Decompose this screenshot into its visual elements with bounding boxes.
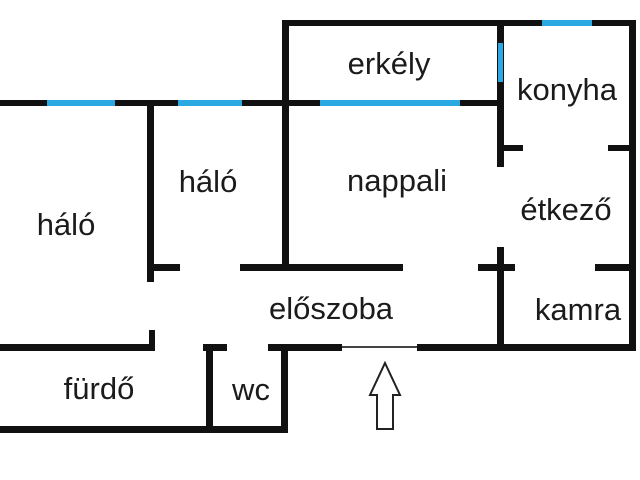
wall-wc-right xyxy=(281,344,288,433)
room-label-bedroom-middle: háló xyxy=(178,164,238,199)
wall-hall-top-main xyxy=(240,264,403,271)
wall-balcony-kitchen xyxy=(497,20,504,167)
window-bedroom-left xyxy=(47,100,115,106)
window-bedroom-middle xyxy=(178,100,242,106)
wall-main-upper xyxy=(0,100,504,106)
room-label-living-room: nappali xyxy=(347,163,447,198)
wall-right-outer xyxy=(629,20,636,351)
window-living-balcony xyxy=(320,100,460,106)
wall-bedroom-divider xyxy=(147,100,154,282)
wall-hall-bottom-left xyxy=(268,344,342,351)
wall-hall-bottom-right xyxy=(417,344,636,351)
room-label-dining-room: étkező xyxy=(520,192,612,227)
wall-hall-pantry xyxy=(497,247,504,351)
window-kitchen-top xyxy=(542,20,592,26)
wall-dining-pantry-stub xyxy=(595,264,636,271)
wall-top-balcony-kitchen xyxy=(282,20,636,26)
room-label-bedroom-left: háló xyxy=(36,207,96,242)
room-label-pantry: kamra xyxy=(534,292,622,327)
window-balcony-kitchen-side xyxy=(498,43,503,82)
wall-wc-top-flange xyxy=(203,344,227,351)
wall-kitchen-dining-left xyxy=(497,145,523,151)
wall-balcony-left-bedroom-divider xyxy=(282,20,289,271)
room-label-balcony: erkély xyxy=(347,46,431,81)
room-label-hallway: előszoba xyxy=(268,291,394,326)
wall-bottom-bathroom-wc xyxy=(0,426,288,433)
entrance-door-threshold xyxy=(342,346,418,348)
wall-wc-left xyxy=(206,344,213,433)
wall-hall-top-stub xyxy=(147,264,180,271)
room-label-bathroom: fürdő xyxy=(63,371,135,406)
entrance-arrow-icon xyxy=(368,361,402,430)
room-label-kitchen: konyha xyxy=(517,72,617,107)
wall-bathroom-top xyxy=(0,344,152,351)
room-label-toilet: wc xyxy=(232,372,270,407)
wall-kitchen-dining-right xyxy=(608,145,636,151)
wall-bathroom-door-stub xyxy=(149,330,155,351)
wall-hall-top-cross xyxy=(478,264,515,271)
